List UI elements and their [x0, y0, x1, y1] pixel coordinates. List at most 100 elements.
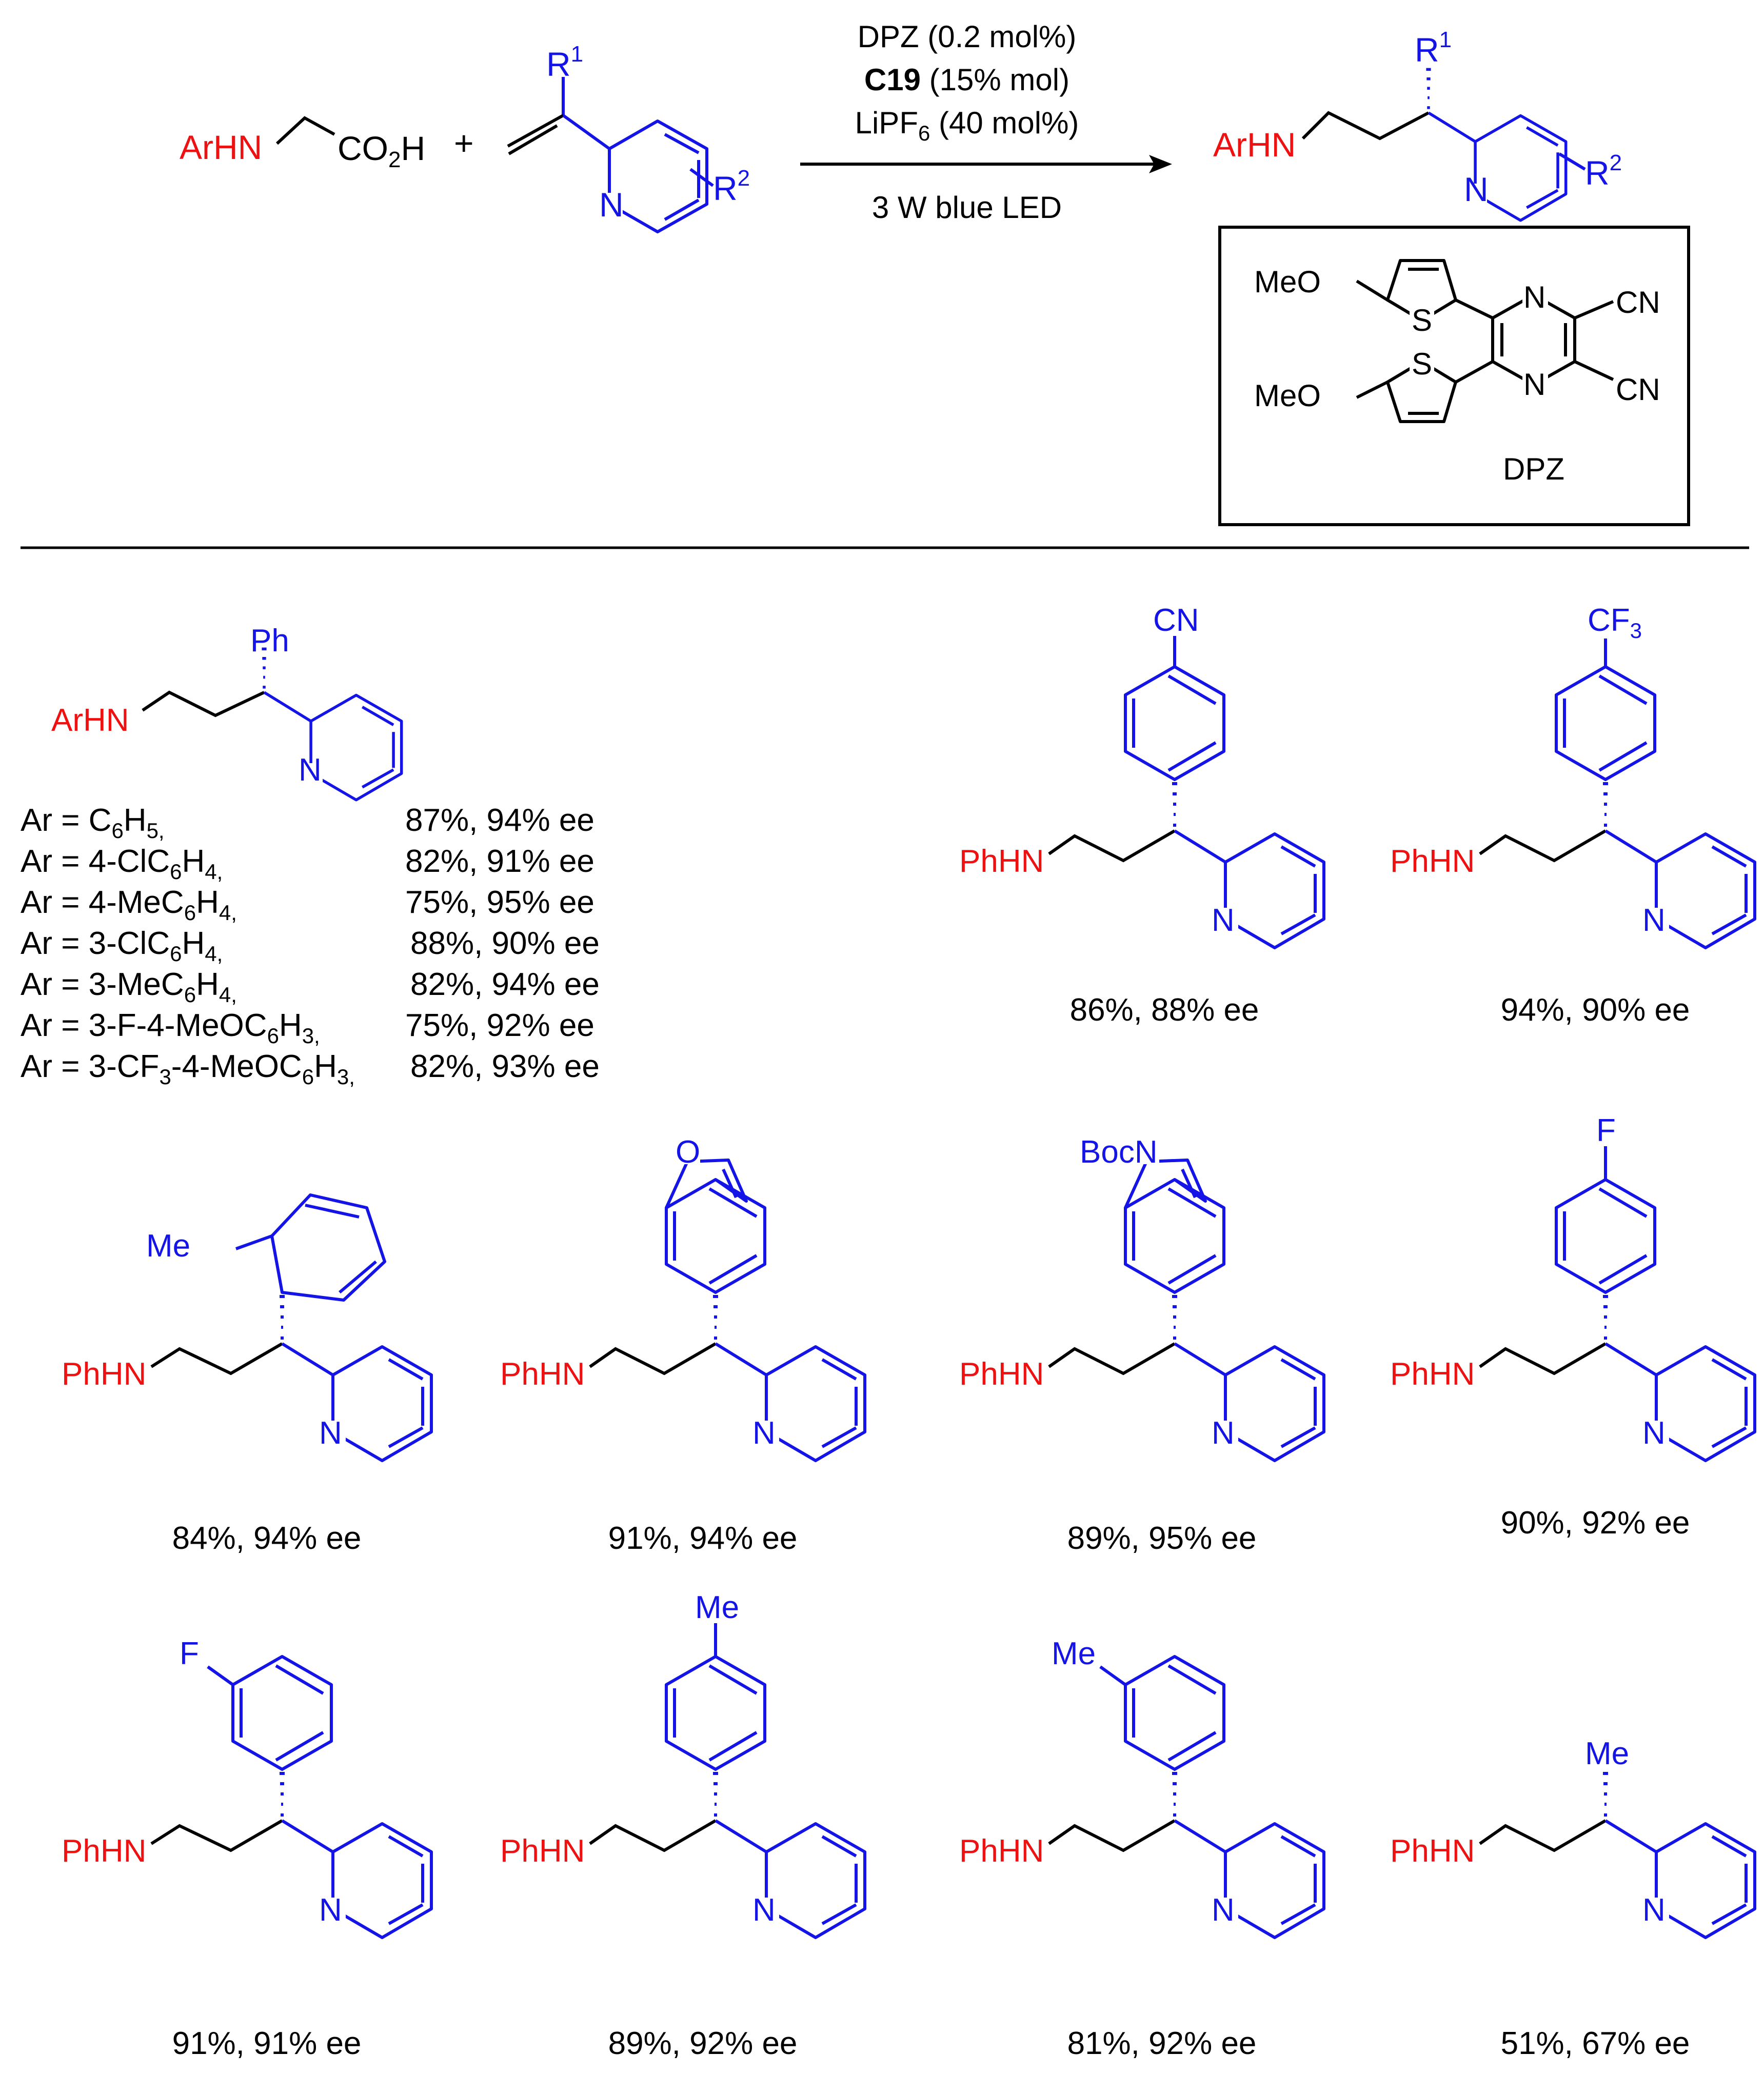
- ar-row-substituent: Ar = 3-ClC6H4,: [21, 926, 223, 966]
- compound-nitrogen: N: [752, 1892, 776, 1928]
- glycine-reagent: ArHN CO2H: [180, 116, 425, 172]
- compound-substituent: F: [180, 1636, 199, 1671]
- reagent1-amine: ArHN: [180, 128, 262, 166]
- ar-row: Ar = C6H5, 87%, 94% ee: [21, 803, 594, 843]
- reagent2-nitrogen: N: [599, 186, 624, 224]
- compound-yield: 90%, 92% ee: [1501, 1505, 1690, 1541]
- reaction-arrowhead: [1149, 155, 1172, 173]
- compound-amine: PhHN: [62, 1833, 146, 1869]
- compound-amine: PhHN: [1390, 1833, 1475, 1869]
- plus-sign: +: [454, 124, 474, 162]
- compound-substituent: O: [676, 1134, 700, 1170]
- compound-yield: 89%, 95% ee: [1067, 1521, 1257, 1556]
- compound-substituent: CN: [1153, 603, 1199, 638]
- compound-substituent: Me: [146, 1228, 190, 1264]
- compound-meta-methyl: PhHN Me N 81%, 92% ee: [959, 1636, 1324, 2061]
- compound-nitrogen: N: [1212, 1415, 1235, 1451]
- ar-nitrogen: N: [299, 752, 322, 788]
- product-nitrogen: N: [1464, 170, 1489, 208]
- ar-row-yield: 75%, 95% ee: [405, 885, 594, 920]
- compound-nitrogen: N: [1212, 1892, 1235, 1928]
- compound-nitrogen: N: [1642, 1892, 1666, 1928]
- reagent1-acid: CO2H: [338, 129, 425, 172]
- condition-lipf6: LiPF6 (40 mol%): [855, 106, 1079, 145]
- compound-nitrogen: N: [319, 1892, 342, 1928]
- ar-row: Ar = 3-F-4-MeOC6H3, 75%, 92% ee: [21, 1008, 594, 1048]
- compound-amine: PhHN: [1390, 844, 1475, 879]
- ar-scope-entry: ArHN N Ph Ar = C6H5, 87%, 94% ee Ar = 4-…: [21, 623, 600, 1089]
- compound-nitrogen: N: [1642, 1415, 1666, 1451]
- ar-yield-table: Ar = C6H5, 87%, 94% ee Ar = 4-ClC6H4, 82…: [21, 803, 600, 1089]
- condition-catalyst: C19 (15% mol): [864, 63, 1069, 97]
- condition-light: 3 W blue LED: [872, 190, 1062, 225]
- ar-phenyl-label: Ph: [250, 623, 289, 659]
- reagent2-r1: R1: [546, 42, 583, 83]
- compound-yield: 91%, 94% ee: [608, 1521, 798, 1556]
- ar-row-substituent: Ar = 3-MeC6H4,: [21, 967, 237, 1007]
- dpz-cyano-top: CN: [1616, 285, 1660, 320]
- ar-amine: ArHN: [51, 703, 129, 738]
- compound-amine: PhHN: [500, 1356, 585, 1392]
- compound-para-methyl: PhHN Me N 89%, 92% ee: [500, 1590, 865, 2061]
- reagent2-r2: R2: [713, 166, 750, 207]
- compound-substituent: CF3: [1588, 603, 1642, 643]
- compound-yield: 84%, 94% ee: [172, 1521, 362, 1556]
- compound-amine: PhHN: [959, 1833, 1044, 1869]
- compound-o-tolyl: PhHN Me N 84%, 94% ee: [62, 1193, 431, 1556]
- compound-substituent: Me: [1052, 1636, 1096, 1671]
- ar-row-yield: 75%, 92% ee: [405, 1008, 594, 1043]
- reaction-conditions: DPZ (0.2 mol%) C19 (15% mol) LiPF6 (40 m…: [800, 19, 1172, 225]
- ar-row-yield: 88%, 90% ee: [410, 926, 600, 961]
- dpz-methoxy-bottom: MeO: [1254, 378, 1321, 413]
- dpz-structure-box: N N CN CN S MeO S MeO DPZ: [1218, 226, 1690, 526]
- compound-meta-fluoro: PhHN F N 91%, 91% ee: [62, 1636, 431, 2061]
- compound-indole: PhHN BocN N 89%, 95% ee: [959, 1134, 1324, 1556]
- ar-row-substituent: Ar = 3-CF3-4-MeOC6H3,: [21, 1049, 355, 1089]
- compound-amine: PhHN: [959, 1356, 1044, 1392]
- ar-row: Ar = 4-MeC6H4, 75%, 95% ee: [21, 885, 594, 925]
- compound-yield: 94%, 90% ee: [1501, 992, 1690, 1028]
- dpz-nitrogen-top: N: [1523, 280, 1545, 314]
- compound-substituent: BocN: [1080, 1134, 1158, 1170]
- compound-substituent: Me: [1585, 1736, 1629, 1771]
- ar-row-substituent: Ar = 3-F-4-MeOC6H3,: [21, 1008, 320, 1048]
- ar-row-substituent: Ar = 4-ClC6H4,: [21, 844, 223, 884]
- ar-row: Ar = 3-CF3-4-MeOC6H3, 82%, 93% ee: [21, 1049, 600, 1089]
- product-amine: ArHN: [1213, 126, 1296, 164]
- compound-nitrogen: N: [319, 1415, 342, 1451]
- compound-methyl: PhHN Me N 51%, 67% ee: [1390, 1736, 1755, 2061]
- compound-substituent: F: [1596, 1113, 1616, 1148]
- compound-para-fluoro: PhHN F N 90%, 92% ee: [1390, 1113, 1755, 1541]
- dpz-sulfur-top: S: [1412, 303, 1432, 337]
- condition-dpz: DPZ (0.2 mol%): [858, 19, 1077, 54]
- compound-yield: 89%, 92% ee: [608, 2026, 798, 2061]
- ar-row-yield: 87%, 94% ee: [405, 803, 594, 838]
- compound-benzofuran: PhHN O N 91%, 94% ee: [500, 1134, 865, 1556]
- product-r1: R1: [1415, 27, 1452, 69]
- ar-row-substituent: Ar = C6H5,: [21, 803, 165, 843]
- compound-yield: 86%, 88% ee: [1070, 992, 1259, 1028]
- ar-row: Ar = 3-MeC6H4, 82%, 94% ee: [21, 967, 600, 1007]
- dpz-nitrogen-bottom: N: [1523, 367, 1545, 402]
- vinylpyridine-reagent: N R1 R2: [507, 42, 750, 233]
- compound-cf3: PhHN N CF3 94%, 90% ee: [1390, 603, 1755, 1028]
- scheme-product: ArHN N R1 R2: [1213, 27, 1622, 221]
- ar-row: Ar = 4-ClC6H4, 82%, 91% ee: [21, 844, 594, 884]
- compound-nitrogen: N: [1212, 903, 1235, 938]
- dpz-methoxy-top: MeO: [1254, 265, 1321, 299]
- compound-yield: 51%, 67% ee: [1501, 2026, 1690, 2061]
- compound-yield: 81%, 92% ee: [1067, 2026, 1257, 2061]
- compound-yield: 91%, 91% ee: [172, 2026, 362, 2061]
- dpz-sulfur-bottom: S: [1412, 347, 1432, 381]
- ar-row: Ar = 3-ClC6H4, 88%, 90% ee: [21, 926, 600, 966]
- compound-nitrogen: N: [752, 1415, 776, 1451]
- ar-row-yield: 82%, 91% ee: [405, 844, 594, 879]
- compound-substituent: Me: [695, 1590, 739, 1625]
- ar-row-yield: 82%, 94% ee: [410, 967, 600, 1002]
- dpz-cyano-bottom: CN: [1616, 372, 1660, 407]
- compound-amine: PhHN: [959, 844, 1044, 879]
- compound-amine: PhHN: [62, 1356, 146, 1392]
- compound-amine: PhHN: [500, 1833, 585, 1869]
- dpz-label: DPZ: [1503, 452, 1564, 486]
